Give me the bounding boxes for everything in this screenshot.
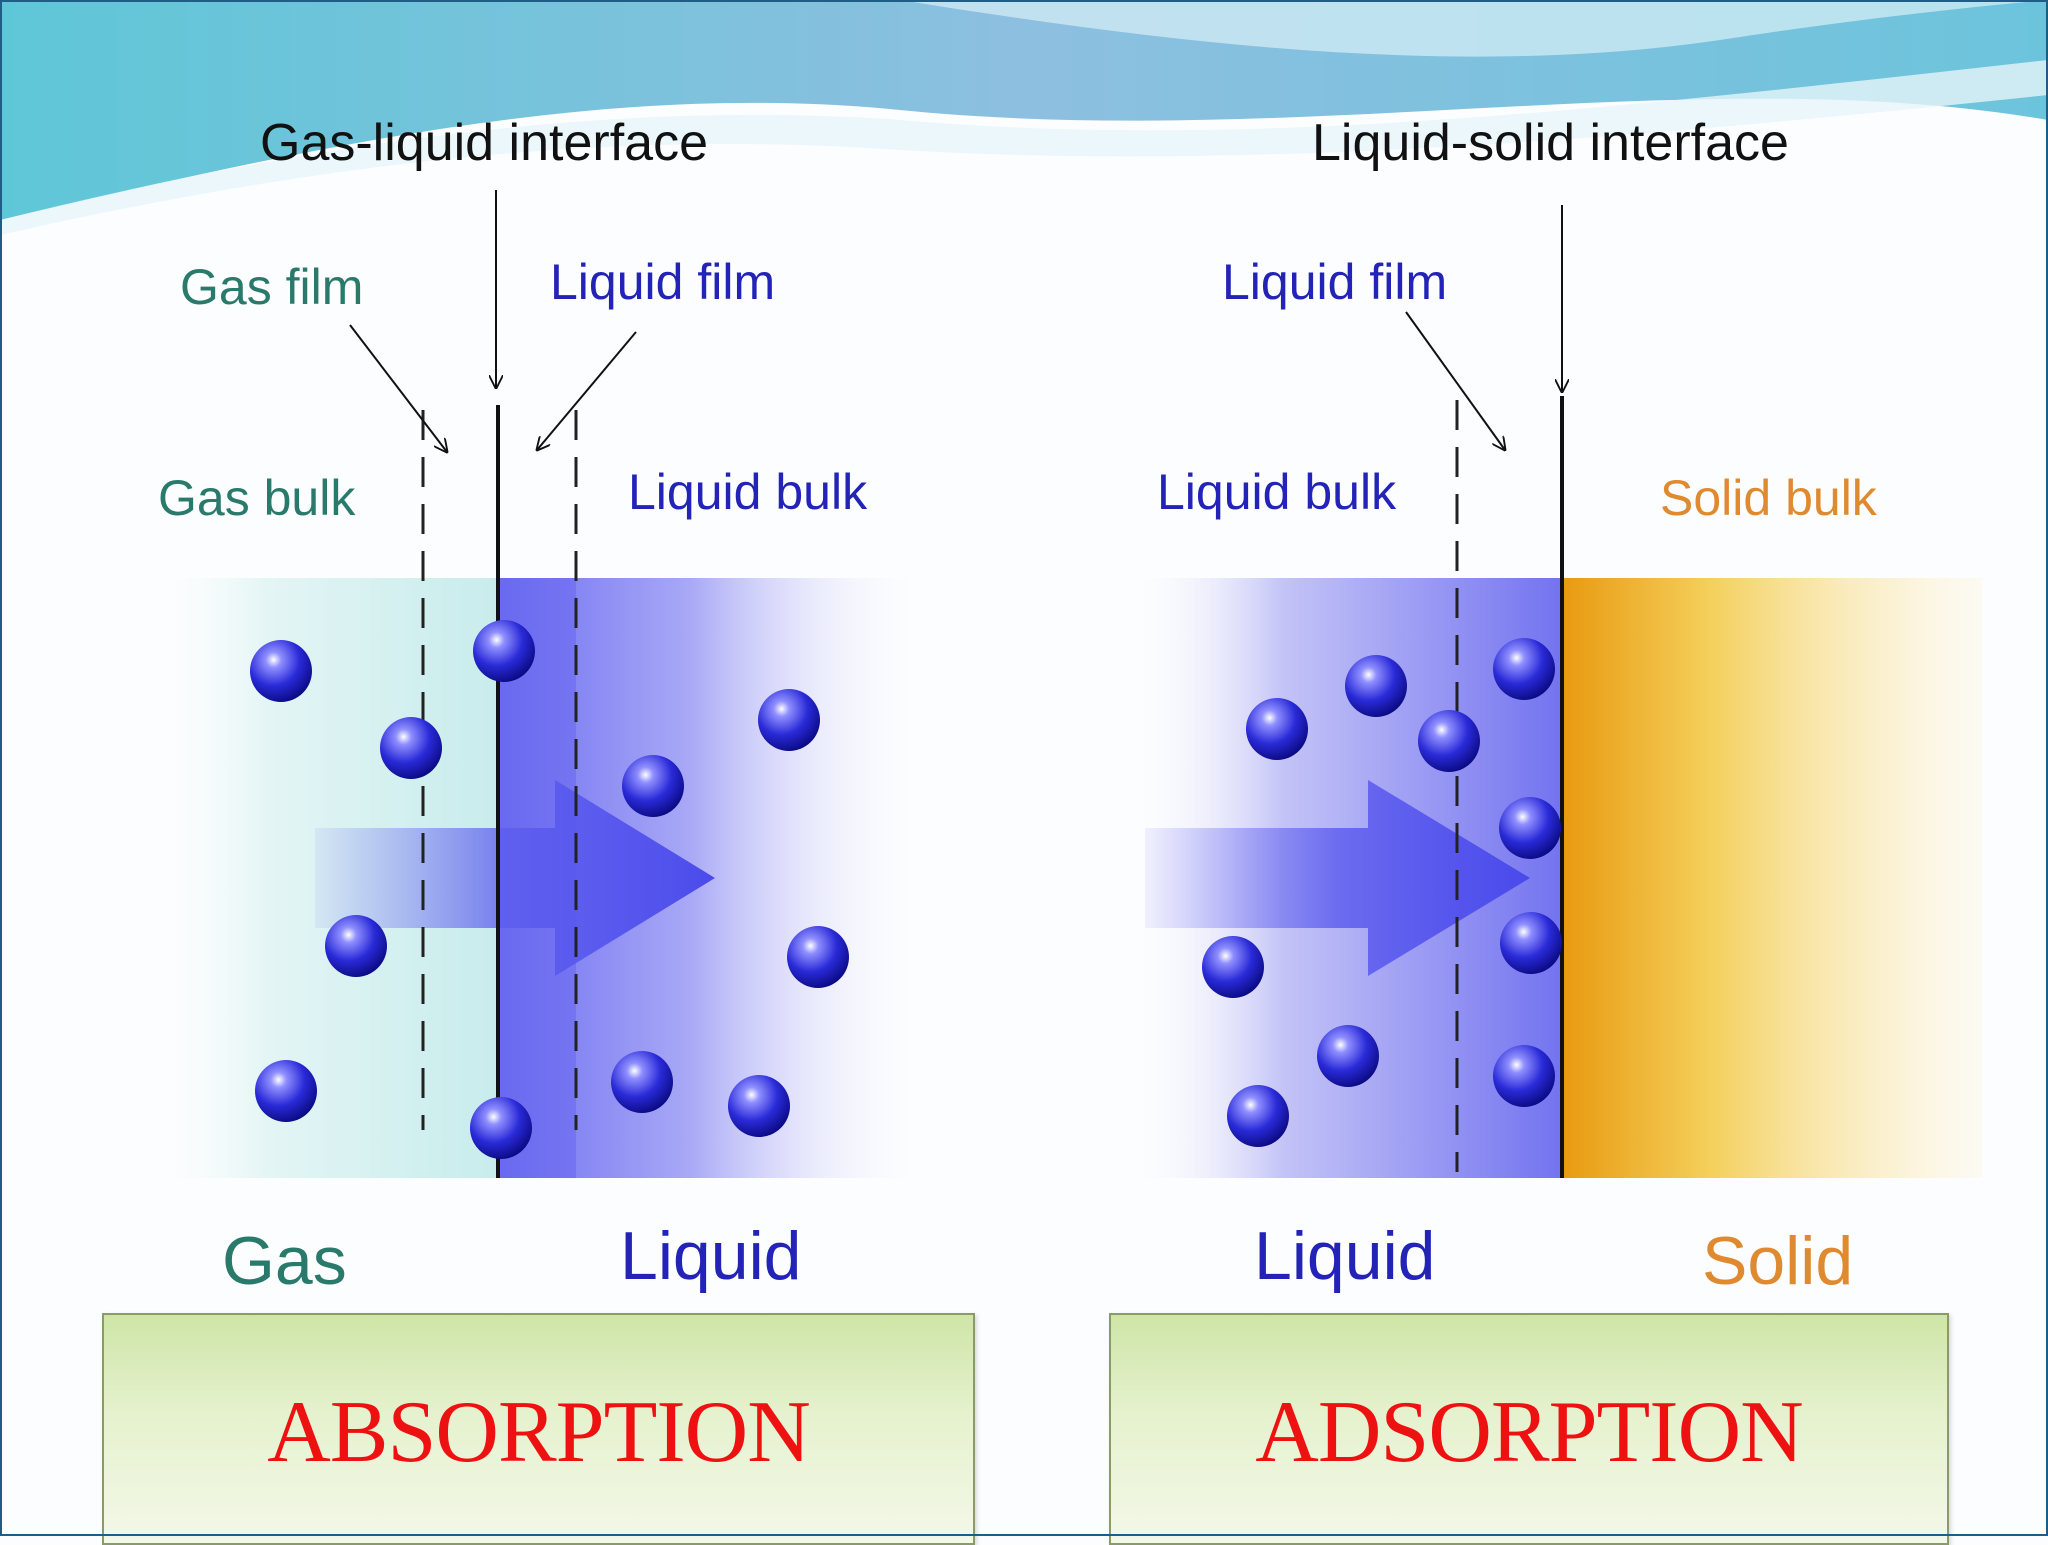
solid-bulk-label: Solid bulk bbox=[1660, 470, 1877, 526]
molecule bbox=[1499, 797, 1561, 859]
adsorption-title: ADSORPTION bbox=[1255, 1384, 1803, 1481]
molecule bbox=[1493, 638, 1555, 700]
liquid-film-label: Liquid film bbox=[550, 254, 776, 310]
diffusion-arrow-adsorption bbox=[1145, 780, 1530, 976]
liquid-film-pointer-adsorption bbox=[1405, 311, 1505, 450]
molecule bbox=[787, 926, 849, 988]
gas-film-pointer bbox=[349, 324, 447, 452]
diffusion-arrow bbox=[315, 780, 715, 976]
molecule bbox=[250, 640, 312, 702]
molecule bbox=[611, 1051, 673, 1113]
molecule bbox=[758, 689, 820, 751]
header-swoosh-light bbox=[0, 60, 2048, 235]
molecule bbox=[1493, 1045, 1555, 1107]
molecule bbox=[1345, 655, 1407, 717]
absorption-title-box: ABSORPTION bbox=[102, 1313, 975, 1545]
liquid-film-label-adsorption: Liquid film bbox=[1222, 254, 1448, 310]
gas-film-label: Gas film bbox=[180, 259, 364, 315]
molecule bbox=[473, 620, 535, 682]
gas-bulk-label: Gas bulk bbox=[158, 470, 356, 526]
liquid-phase-label-adsorption: Liquid bbox=[1254, 1218, 1436, 1294]
molecule bbox=[622, 755, 684, 817]
molecule bbox=[1317, 1025, 1379, 1087]
molecule bbox=[325, 915, 387, 977]
solid-phase-label: Solid bbox=[1702, 1223, 1854, 1299]
molecule bbox=[1227, 1085, 1289, 1147]
molecules-absorption bbox=[250, 620, 849, 1159]
adsorption-title-box: ADSORPTION bbox=[1109, 1313, 1949, 1545]
liquid-film-pointer bbox=[537, 331, 637, 450]
absorption-title: ABSORPTION bbox=[267, 1384, 811, 1481]
liquid-solid-interface-label: Liquid-solid interface bbox=[1312, 114, 1789, 172]
liquid-bulk-label: Liquid bulk bbox=[628, 464, 868, 520]
solid-region bbox=[1562, 578, 1982, 1178]
gas-liquid-interface-label: Gas-liquid interface bbox=[260, 114, 708, 172]
liquid-phase-label: Liquid bbox=[620, 1218, 802, 1294]
molecule bbox=[1202, 936, 1264, 998]
molecule bbox=[1500, 912, 1562, 974]
molecule bbox=[1418, 710, 1480, 772]
molecules-adsorption bbox=[1202, 638, 1562, 1147]
molecule bbox=[255, 1060, 317, 1122]
molecule bbox=[470, 1097, 532, 1159]
liquid-bulk-label-adsorption: Liquid bulk bbox=[1157, 464, 1397, 520]
header-swoosh-highlight bbox=[900, 0, 2048, 57]
molecule bbox=[380, 717, 442, 779]
molecule bbox=[1246, 698, 1308, 760]
molecule bbox=[728, 1075, 790, 1137]
gas-phase-label: Gas bbox=[222, 1223, 347, 1299]
